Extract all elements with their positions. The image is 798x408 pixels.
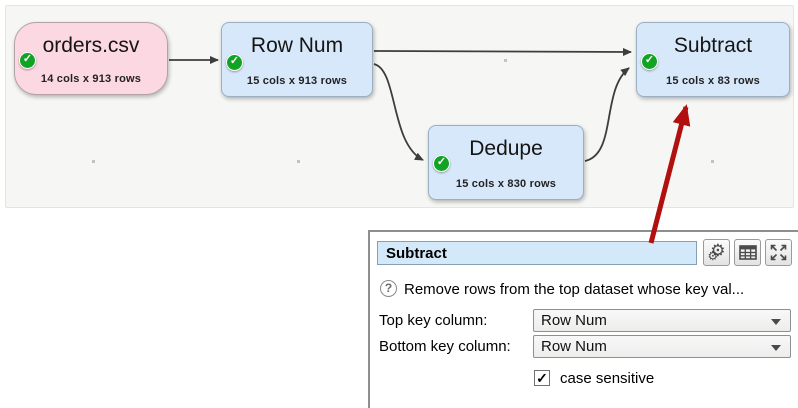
top-key-column-label: Top key column: — [379, 312, 488, 329]
case-sensitive-checkbox[interactable]: ✓ — [534, 370, 550, 386]
node-dimensions: 15 cols x 830 rows — [455, 178, 557, 190]
expand-arrows-icon — [770, 244, 787, 261]
dropdown-arrow-icon — [771, 319, 781, 325]
status-check-icon: ✓ — [641, 53, 658, 70]
maximize-button[interactable] — [765, 239, 792, 266]
node-dimensions: 15 cols x 913 rows — [246, 75, 348, 87]
grid-dot — [297, 160, 300, 163]
node-title: Row Num — [250, 34, 344, 57]
node-title: Subtract — [673, 34, 753, 57]
status-check-icon: ✓ — [226, 54, 243, 71]
node-dimensions: 15 cols x 83 rows — [666, 75, 760, 87]
node-title: Dedupe — [469, 137, 543, 160]
grid-dot — [92, 160, 95, 163]
gears-icon: ⚙ ⚙ — [707, 240, 726, 263]
top-key-column-select[interactable]: Row Num — [533, 309, 791, 332]
transform-name-input[interactable] — [377, 241, 697, 265]
node-dimensions: 14 cols x 913 rows — [40, 73, 142, 85]
node-row-num[interactable]: Row Num 15 cols x 913 rows ✓ — [221, 22, 373, 97]
selected-value: Row Num — [541, 312, 607, 329]
node-subtract[interactable]: Subtract 15 cols x 83 rows ✓ — [636, 22, 790, 97]
node-orders-csv[interactable]: orders.csv 14 cols x 913 rows ✓ — [14, 22, 168, 95]
status-check-icon: ✓ — [19, 52, 36, 69]
node-dedupe[interactable]: Dedupe 15 cols x 830 rows ✓ — [428, 125, 584, 200]
table-icon — [738, 245, 757, 260]
node-title: orders.csv — [42, 34, 140, 57]
dropdown-arrow-icon — [771, 345, 781, 351]
transform-settings-panel: ⚙ ⚙ ? — [368, 230, 798, 408]
status-check-icon: ✓ — [433, 155, 450, 172]
bottom-key-column-label: Bottom key column: — [379, 338, 511, 355]
transform-description: Remove rows from the top dataset whose k… — [404, 281, 745, 298]
selected-value: Row Num — [541, 338, 607, 355]
preferences-button[interactable]: ⚙ ⚙ — [703, 239, 730, 266]
grid-dot — [504, 59, 507, 62]
table-view-button[interactable] — [734, 239, 761, 266]
case-sensitive-label: case sensitive — [560, 370, 655, 387]
bottom-key-column-select[interactable]: Row Num — [533, 335, 791, 358]
grid-dot — [711, 160, 714, 163]
help-icon[interactable]: ? — [380, 280, 397, 297]
